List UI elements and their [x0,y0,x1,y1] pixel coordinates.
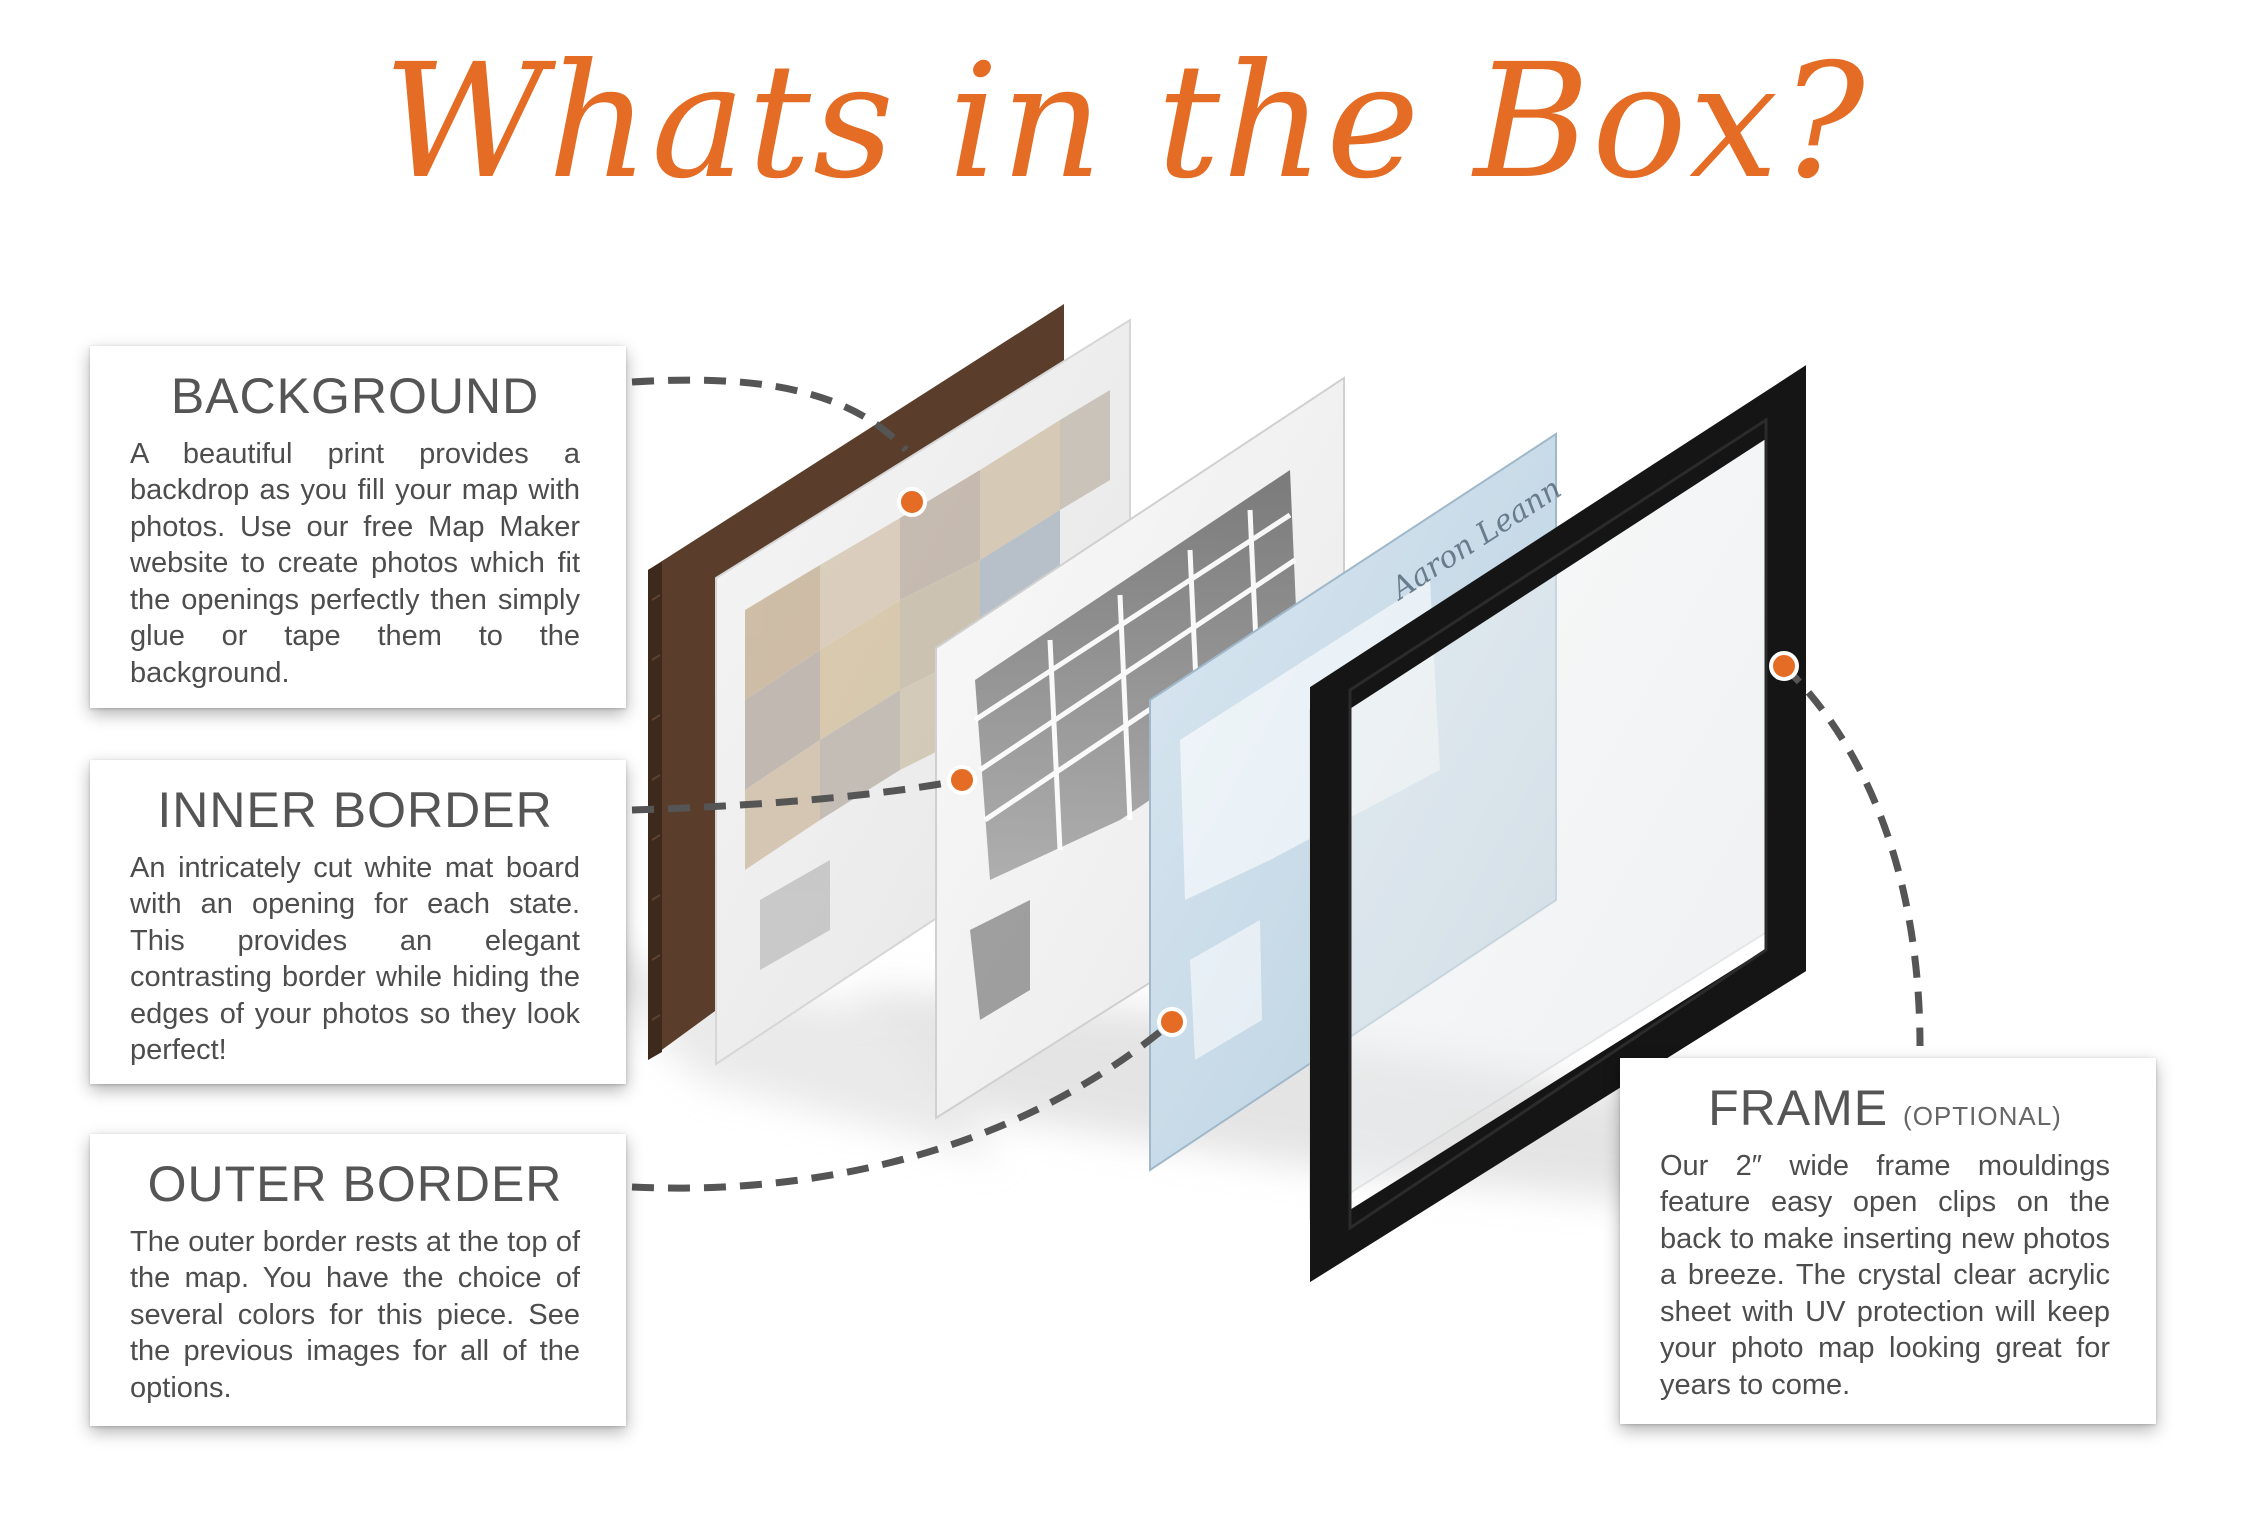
frame-callout-dot [1769,651,1799,681]
frame-card-title-row: FRAME (OPTIONAL) [1660,1080,2110,1138]
frame-card-title: FRAME [1708,1080,1889,1136]
frame-card-body: Our 2″ wide frame mouldings feature easy… [1660,1149,2110,1401]
background-info-card: BACKGROUND A beautiful print provides a … [90,346,626,708]
picture-frame-layer [1310,365,1806,1283]
outer-border-card-body: The outer border rests at the top of the… [130,1225,580,1404]
inner-border-callout-dot [947,765,977,795]
frame-info-card: FRAME (OPTIONAL) Our 2″ wide frame mould… [1620,1058,2156,1424]
page-headline: Whats in the Box? [383,30,1867,214]
callout-connectors [631,376,1924,1192]
outer-border-callout-dot [1157,1007,1187,1037]
frame-card-subtitle: (OPTIONAL) [1903,1101,2062,1131]
background-card-title: BACKGROUND [170,368,540,424]
inner-border-card-title: INNER BORDER [157,782,553,838]
callout-dots [897,487,1799,1037]
inner-mat-layer [935,376,1345,1120]
background-card-body: A beautiful print provides a backdrop as… [130,437,580,689]
background-callout-dot [897,487,927,517]
inner-border-card-body: An intricately cut white mat board with … [130,851,580,1067]
outer-border-info-card: OUTER BORDER The outer border rests at t… [90,1134,626,1426]
outer-border-card-title: OUTER BORDER [147,1156,563,1212]
inner-border-info-card: INNER BORDER An intricately cut white ma… [90,760,626,1084]
